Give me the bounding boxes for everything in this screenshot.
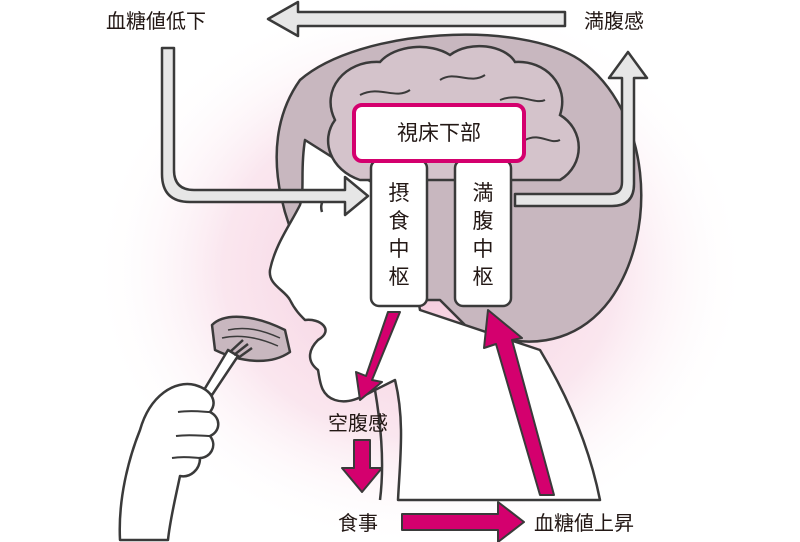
label-feeding-center-1: 摂: [389, 181, 410, 205]
arrow-blood-sugar-to-hypothalamus: [160, 46, 370, 217]
arrow-blood-sugar-up-to-satiety-center: [483, 309, 555, 496]
label-feeding-center-3: 中: [389, 237, 410, 261]
label-meal: 食事: [338, 511, 378, 535]
arrow-satiety-to-blood-sugar: [266, 0, 567, 38]
hypothalamus-box: [352, 103, 526, 163]
neck-line: [373, 389, 384, 501]
arrow-feeding-to-hunger: [355, 311, 401, 401]
meat-texture: [221, 327, 281, 347]
label-satiety-center-4: 枢: [473, 265, 494, 289]
label-blood-sugar-up: 血糖値上昇: [534, 511, 634, 535]
finger-lines: [171, 410, 211, 459]
label-hunger: 空腹感: [328, 411, 388, 435]
label-satiety-center-3: 中: [473, 237, 494, 261]
label-blood-sugar-down: 血糖値低下: [106, 9, 206, 33]
arrow-center-to-satiety: [513, 50, 649, 208]
arrow-hunger-to-meal: [341, 439, 383, 493]
fork-tines: [229, 339, 253, 360]
label-satiety-top: 満腹感: [584, 9, 644, 33]
label-feeding-center-4: 枢: [389, 265, 410, 289]
label-feeding-center-2: 食: [389, 209, 410, 233]
label-satiety-center-2: 腹: [473, 209, 494, 233]
label-satiety-center-1: 満: [473, 181, 494, 205]
hand-with-fork: [118, 315, 292, 542]
brain-folds: [354, 74, 561, 143]
label-hypothalamus: 視床下部: [397, 121, 481, 145]
hand-icon: [118, 382, 220, 542]
arrow-meal-to-blood-sugar-up: [401, 501, 525, 542]
